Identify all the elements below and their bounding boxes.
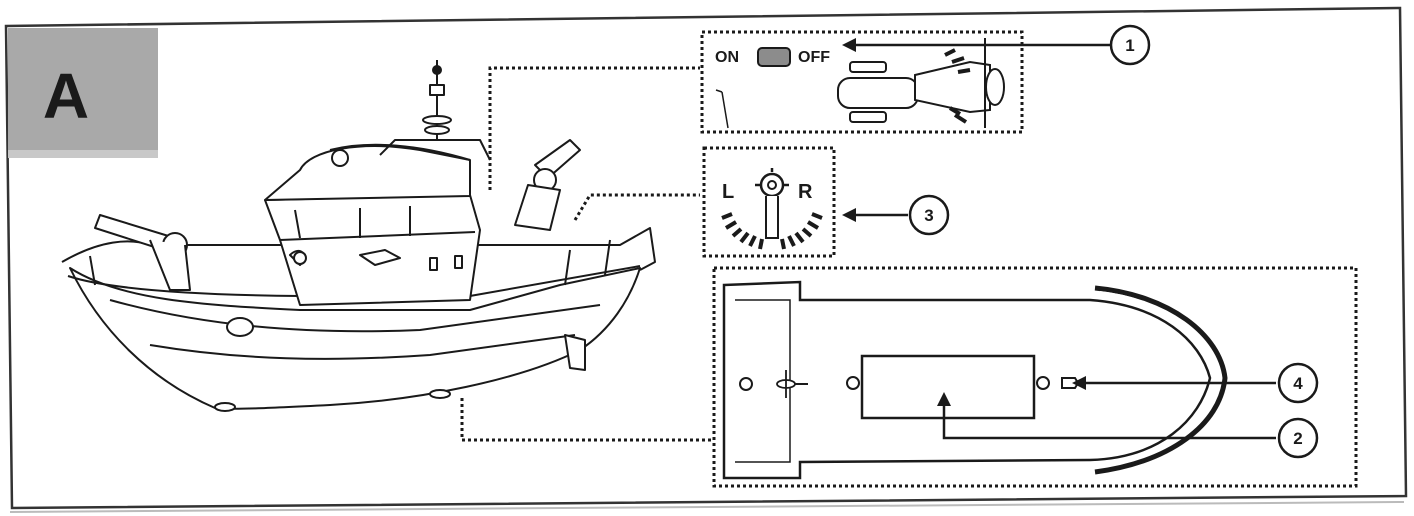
callout-4: 4 — [1277, 362, 1319, 404]
switch-on-label: ON — [715, 49, 739, 66]
switch-detail: ON OFF — [700, 30, 1110, 134]
boat-side-view — [61, 60, 656, 412]
callout-1: 1 — [1109, 24, 1151, 66]
hull-bottom-detail — [712, 266, 1358, 488]
switch-off-label: OFF — [798, 49, 830, 66]
callout-2-number: 2 — [1293, 429, 1302, 448]
callout-4-number: 4 — [1293, 374, 1303, 393]
panel-badge: A — [8, 28, 158, 158]
panel-letter: A — [43, 60, 89, 132]
callout-2: 2 — [1277, 417, 1319, 459]
rudder-right-label: R — [798, 181, 813, 203]
callout-1-number: 1 — [1125, 36, 1134, 55]
callout-3-number: 3 — [924, 206, 933, 225]
leader-lines — [460, 66, 712, 442]
rudder-detail: L R — [702, 146, 908, 258]
switch-slider — [757, 47, 791, 67]
callout-3: 3 — [908, 194, 950, 236]
rudder-left-label: L — [722, 181, 734, 203]
